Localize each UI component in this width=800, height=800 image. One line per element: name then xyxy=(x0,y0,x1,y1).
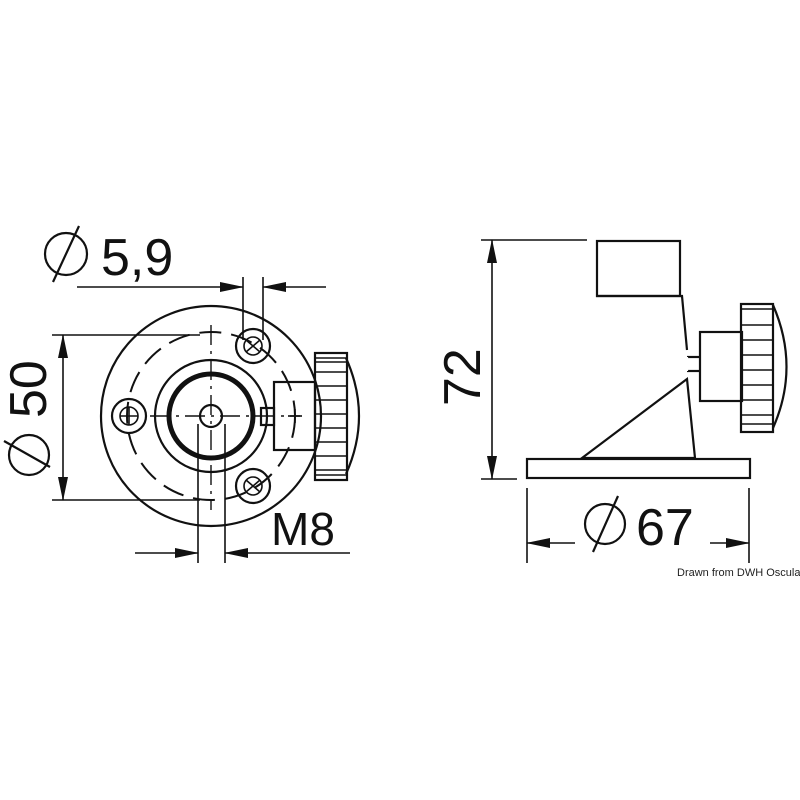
top-view: 5,9 50 M8 xyxy=(0,225,361,563)
knurled-knob xyxy=(313,351,361,482)
dim-base-diameter-top: 50 xyxy=(0,334,200,501)
side-view: 72 67 xyxy=(434,239,788,563)
screw-top xyxy=(234,327,272,365)
base-plate xyxy=(525,457,752,480)
credit-text: Drawn from DWH Osculati Srl xyxy=(677,567,800,579)
side-knurled-knob xyxy=(739,302,788,434)
screw-bottom xyxy=(234,467,272,505)
tapered-body xyxy=(578,294,697,460)
hole-diameter-label: 5,9 xyxy=(101,229,173,287)
outer-flange-circle xyxy=(99,304,323,528)
screw-left xyxy=(110,397,148,435)
diameter-symbol-icon xyxy=(43,225,89,283)
side-clamp-housing xyxy=(698,330,744,403)
side-base-diameter-label: 67 xyxy=(636,499,694,557)
thread-label: M8 xyxy=(271,503,335,555)
diameter-symbol-icon xyxy=(3,433,51,477)
dim-thread: M8 xyxy=(135,424,350,563)
dim-base-diameter-side: 67 xyxy=(526,488,750,563)
dim-height: 72 xyxy=(434,239,587,480)
dim-hole-diameter: 5,9 xyxy=(43,225,326,340)
height-label: 72 xyxy=(434,348,492,406)
top-cap xyxy=(595,239,682,298)
base-diameter-label: 50 xyxy=(0,360,58,418)
diameter-symbol-icon xyxy=(583,495,627,553)
